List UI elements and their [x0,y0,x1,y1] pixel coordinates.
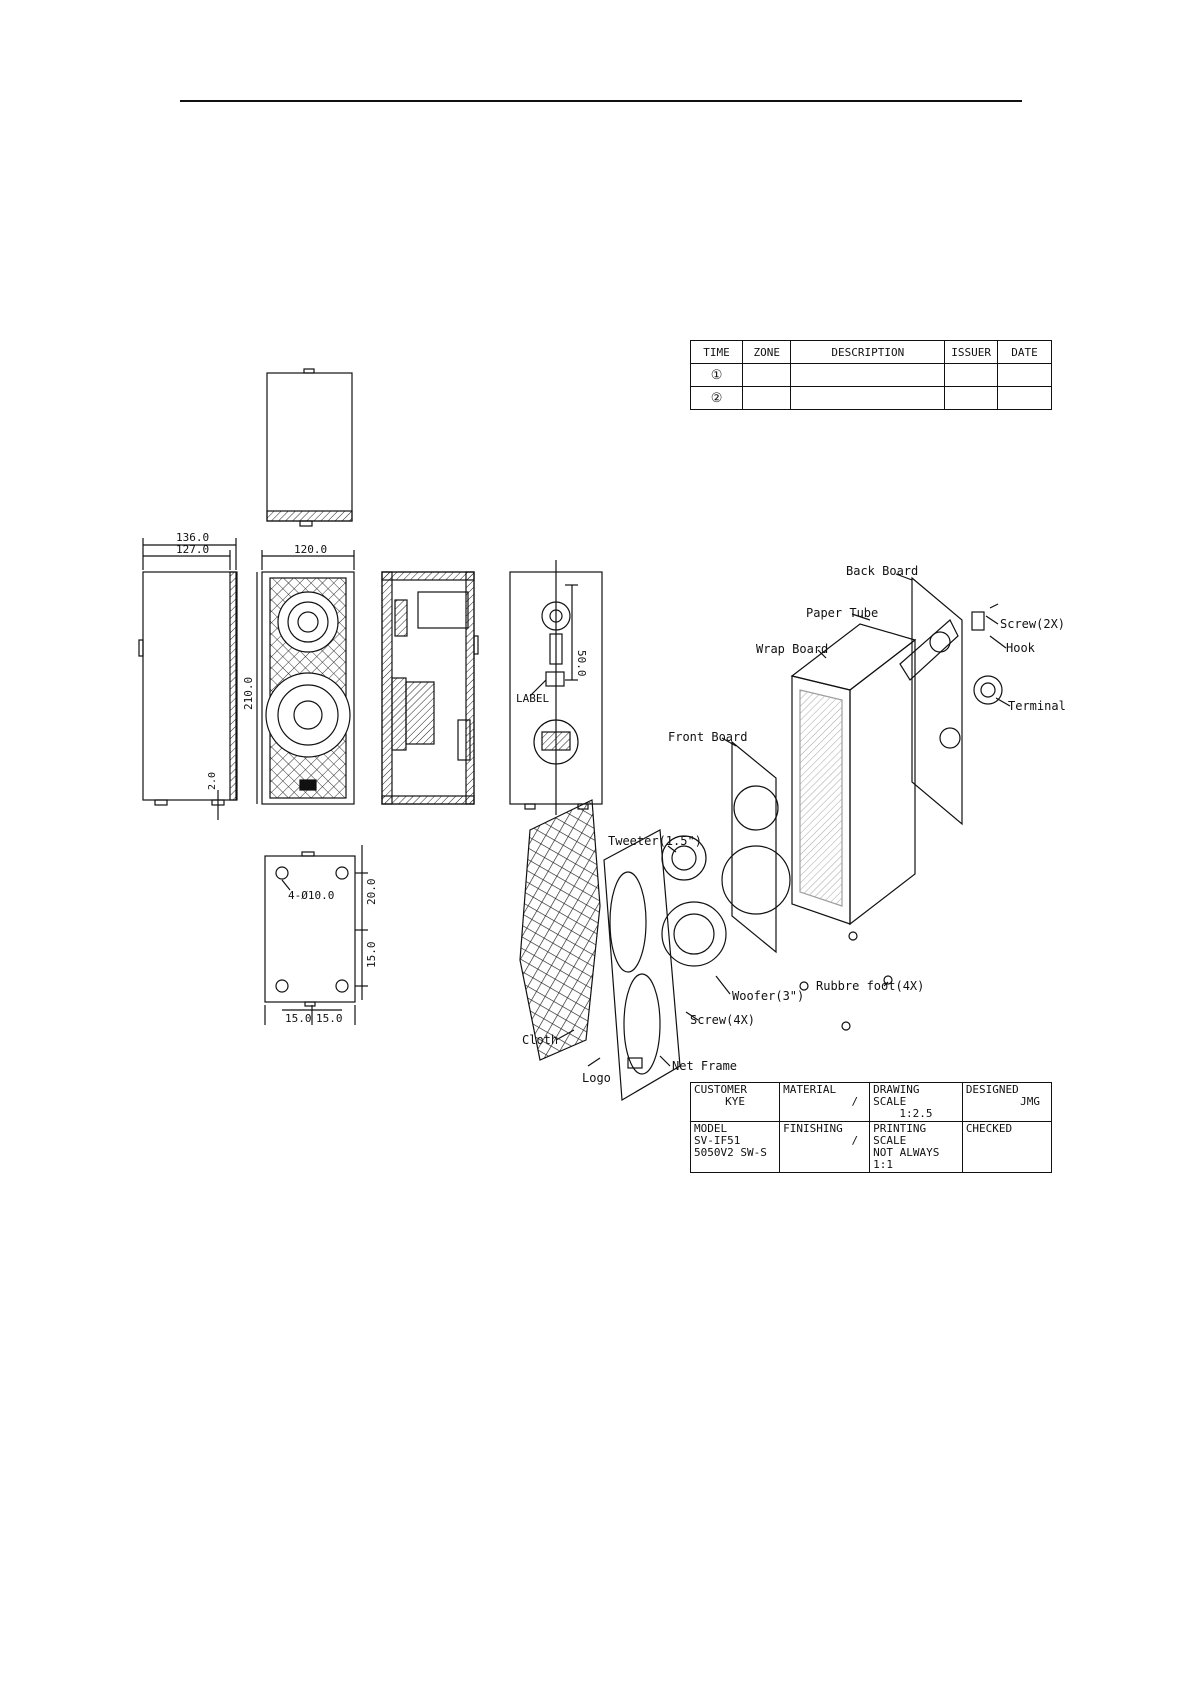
tb-printing-scale: PRINTING SCALE NOT ALWAYS 1:1 [869,1121,963,1173]
dim-bottom-w1: 15.0 [285,1012,312,1025]
rev-cell-issuer [944,386,998,410]
rev-header-issuer: ISSUER [944,340,998,364]
tb-finishing-label: FINISHING [783,1122,843,1135]
label-cloth: Cloth [522,1033,558,1047]
tb-model-label: MODEL [694,1122,728,1135]
rev-header-date: DATE [996,340,1053,364]
dim-front-width: 120.0 [294,543,327,556]
tb-printing-scale-value: NOT ALWAYS 1:1 [873,1146,940,1171]
rev-cell-time: ① [689,363,744,387]
front-view [256,550,355,805]
tb-material-label: MATERIAL [783,1083,837,1096]
rev-header-time: TIME [689,340,744,364]
back-view [509,560,603,815]
rev-header-zone: ZONE [742,340,792,364]
tb-material-value: / [851,1095,859,1108]
label-screw-4x: Screw(4X) [690,1013,755,1027]
header-rule [180,100,1022,102]
tb-drawing-scale: DRAWING SCALE 1:2.5 [869,1082,963,1122]
label-logo: Logo [582,1071,611,1085]
rev-cell-zone [742,363,792,387]
dim-bottom-w2: 15.0 [316,1012,343,1025]
dim-side-depth-inner: 127.0 [176,543,209,556]
title-block: CUSTOMER KYE MATERIAL / DRAWING SCALE 1:… [689,1082,1053,1173]
tb-drawing-scale-label: DRAWING SCALE [873,1083,920,1108]
dim-bottom-d1: 20.0 [365,879,378,906]
label-rubber-foot: Rubbre foot(4X) [816,979,924,993]
tb-printing-scale-label: PRINTING SCALE [873,1122,927,1147]
tb-designed-label: DESIGNED [965,1083,1019,1096]
tb-checked: CHECKED [961,1121,1053,1173]
side-view [138,538,238,820]
tb-model-value: SV-IF51 5050V2 SW-S [694,1134,767,1159]
dim-label-offset: 50.0 [575,650,588,677]
label-front-board: Front Board [668,730,747,744]
tb-customer-value: KYE [725,1095,746,1108]
label-terminal: Terminal [1008,699,1066,713]
dim-side-depth-outer: 136.0 [176,531,209,544]
revision-table: TIME ZONE DESCRIPTION ISSUER DATE ① ② [689,340,1053,410]
label-tweeter: Tweeter(1.5") [608,834,702,848]
label-net-frame: Net Frame [672,1059,737,1073]
table-row: ① [689,363,1053,387]
bottom-view [264,845,368,1025]
dim-foot-height: 2.0 [207,772,218,790]
table-row: ② [689,386,1053,410]
label-screw-2x: Screw(2X) [1000,617,1065,631]
tb-designed: DESIGNED JMG [961,1082,1053,1122]
label-wrap-board: Wrap Board [756,642,828,656]
rev-cell-time: ② [689,386,744,410]
dim-height: 210.0 [242,677,255,710]
cloth-illustration [519,799,601,1061]
dim-bottom-d2: 15.0 [365,942,378,969]
rev-cell-zone [742,386,792,410]
tb-customer: CUSTOMER KYE [689,1082,781,1122]
tb-material: MATERIAL / [779,1082,871,1122]
rev-cell-date [996,363,1053,387]
label-hook: Hook [1006,641,1036,655]
tb-checked-label: CHECKED [965,1122,1013,1135]
tb-customer-label: CUSTOMER [694,1083,747,1096]
tb-drawing-scale-value: 1:2.5 [899,1107,933,1120]
top-view [266,368,353,527]
rev-cell-date [996,386,1053,410]
dim-hole-spec: 4-Ø10.0 [288,889,334,902]
label-back-board: Back Board [846,564,918,578]
rev-header-description: DESCRIPTION [790,340,946,364]
label-paper-tube: Paper Tube [806,606,878,620]
tb-model: MODEL SV-IF51 5050V2 SW-S [689,1121,781,1173]
tb-finishing-value: / [851,1134,859,1147]
section-view [381,571,479,805]
exploded-view [555,573,1011,1102]
tb-designed-value: JMG [1020,1095,1040,1108]
label-tag: LABEL [516,692,549,705]
rev-cell-description [790,386,946,410]
tb-finishing: FINISHING / [779,1121,871,1173]
label-woofer: Woofer(3") [732,989,804,1003]
